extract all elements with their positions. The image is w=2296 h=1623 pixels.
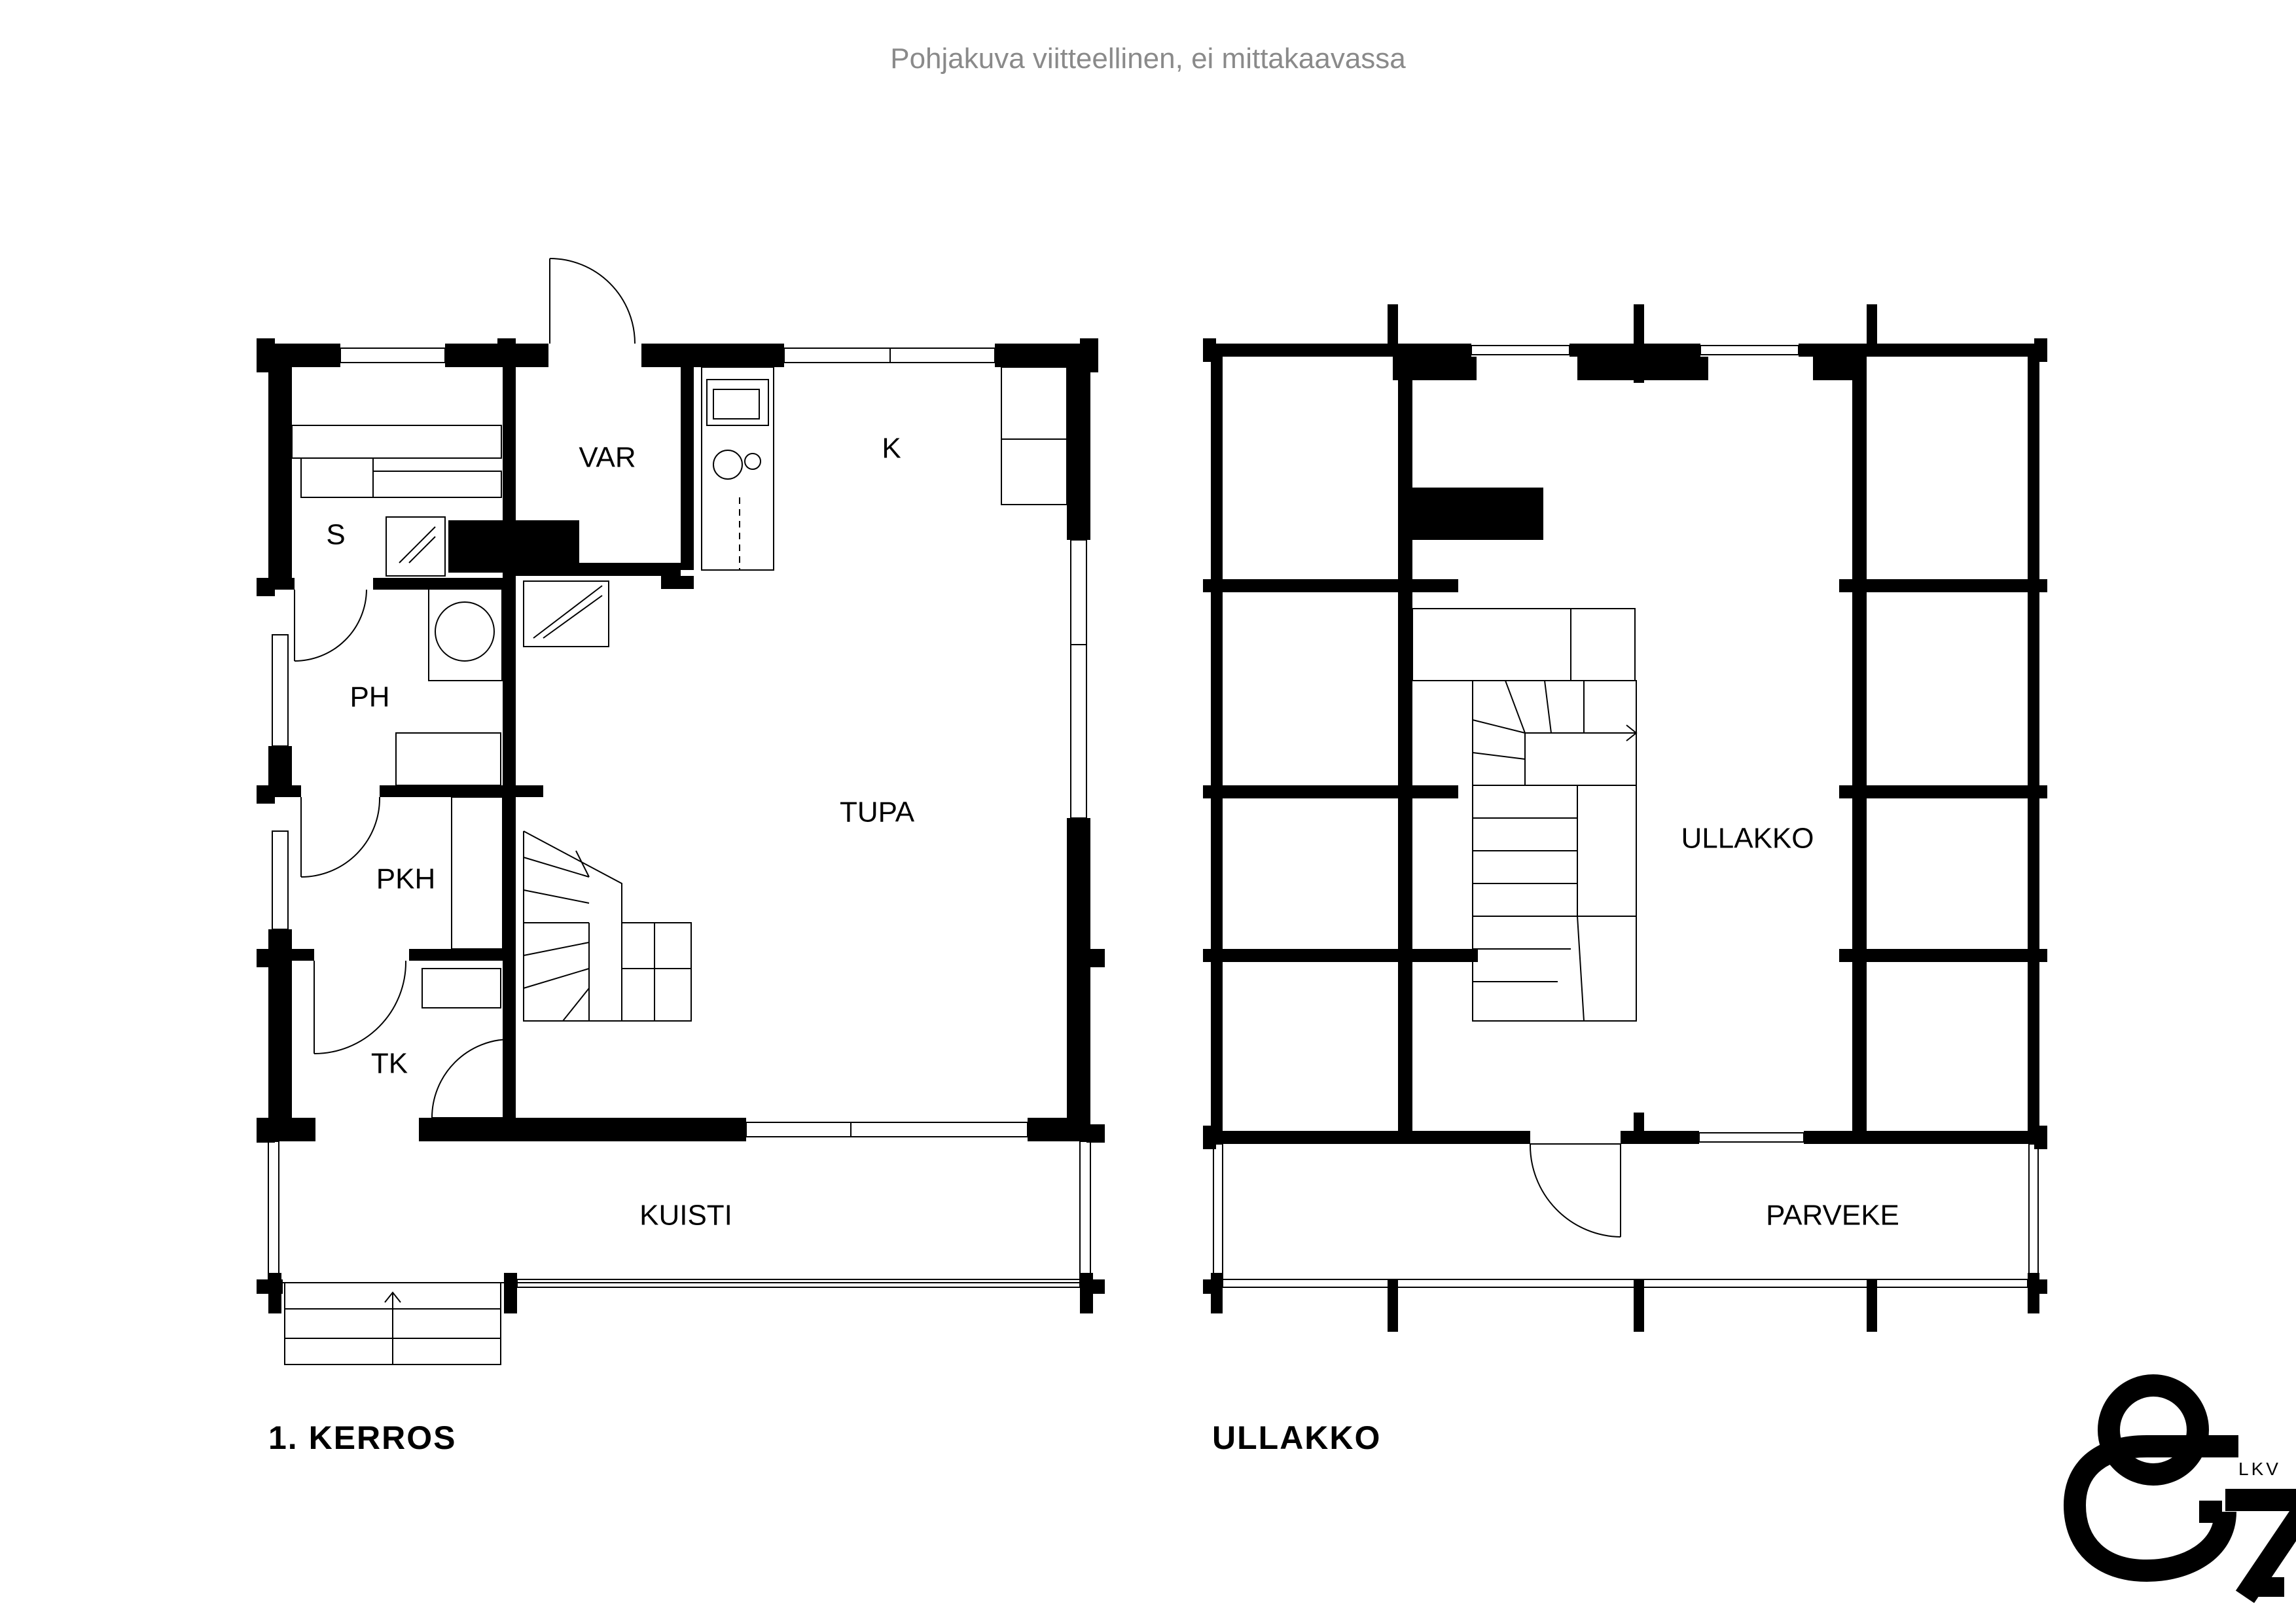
room-label-parveke: PARVEKE [1766,1200,1899,1232]
room-label-s: S [326,519,345,551]
attic-balcony-door [1529,1143,1621,1238]
floor-title-attic: ULLAKKO [1212,1419,1381,1456]
company-logo: LKV [2063,1374,2296,1603]
room-label-ullakko: ULLAKKO [1681,823,1814,855]
floor-title-ground: 1. KERROS [268,1419,457,1456]
ground-outer-walls [257,338,1105,1143]
porch-steps [284,1282,501,1365]
attic-plan: ULLAKKO PARVEKE ULLAKKO [1203,304,2047,1456]
room-label-var: VAR [579,442,636,474]
attic-walls [1203,304,2047,1149]
disclaimer-text: Pohjakuva viitteellinen, ei mittakaavass… [890,43,1406,75]
room-label-ph: PH [350,681,389,713]
room-label-kuisti: KUISTI [639,1200,732,1232]
attic-staircase [1412,608,1638,1022]
ground-inner-walls [268,338,694,1126]
balcony [1203,1143,2047,1332]
ground-fixtures [284,366,1067,1365]
room-label-pkh: PKH [376,863,435,895]
logo-text: LKV [2238,1459,2281,1479]
ground-doors [294,258,636,1118]
room-label-tk: TK [371,1048,408,1080]
room-label-k: K [882,433,901,465]
ground-floor-plan: VAR K S PH TUPA PKH TK KUISTI 1. KERROS [257,258,1105,1456]
ground-staircase [523,830,692,1022]
porch [257,1141,1105,1313]
room-label-tupa: TUPA [840,796,915,829]
